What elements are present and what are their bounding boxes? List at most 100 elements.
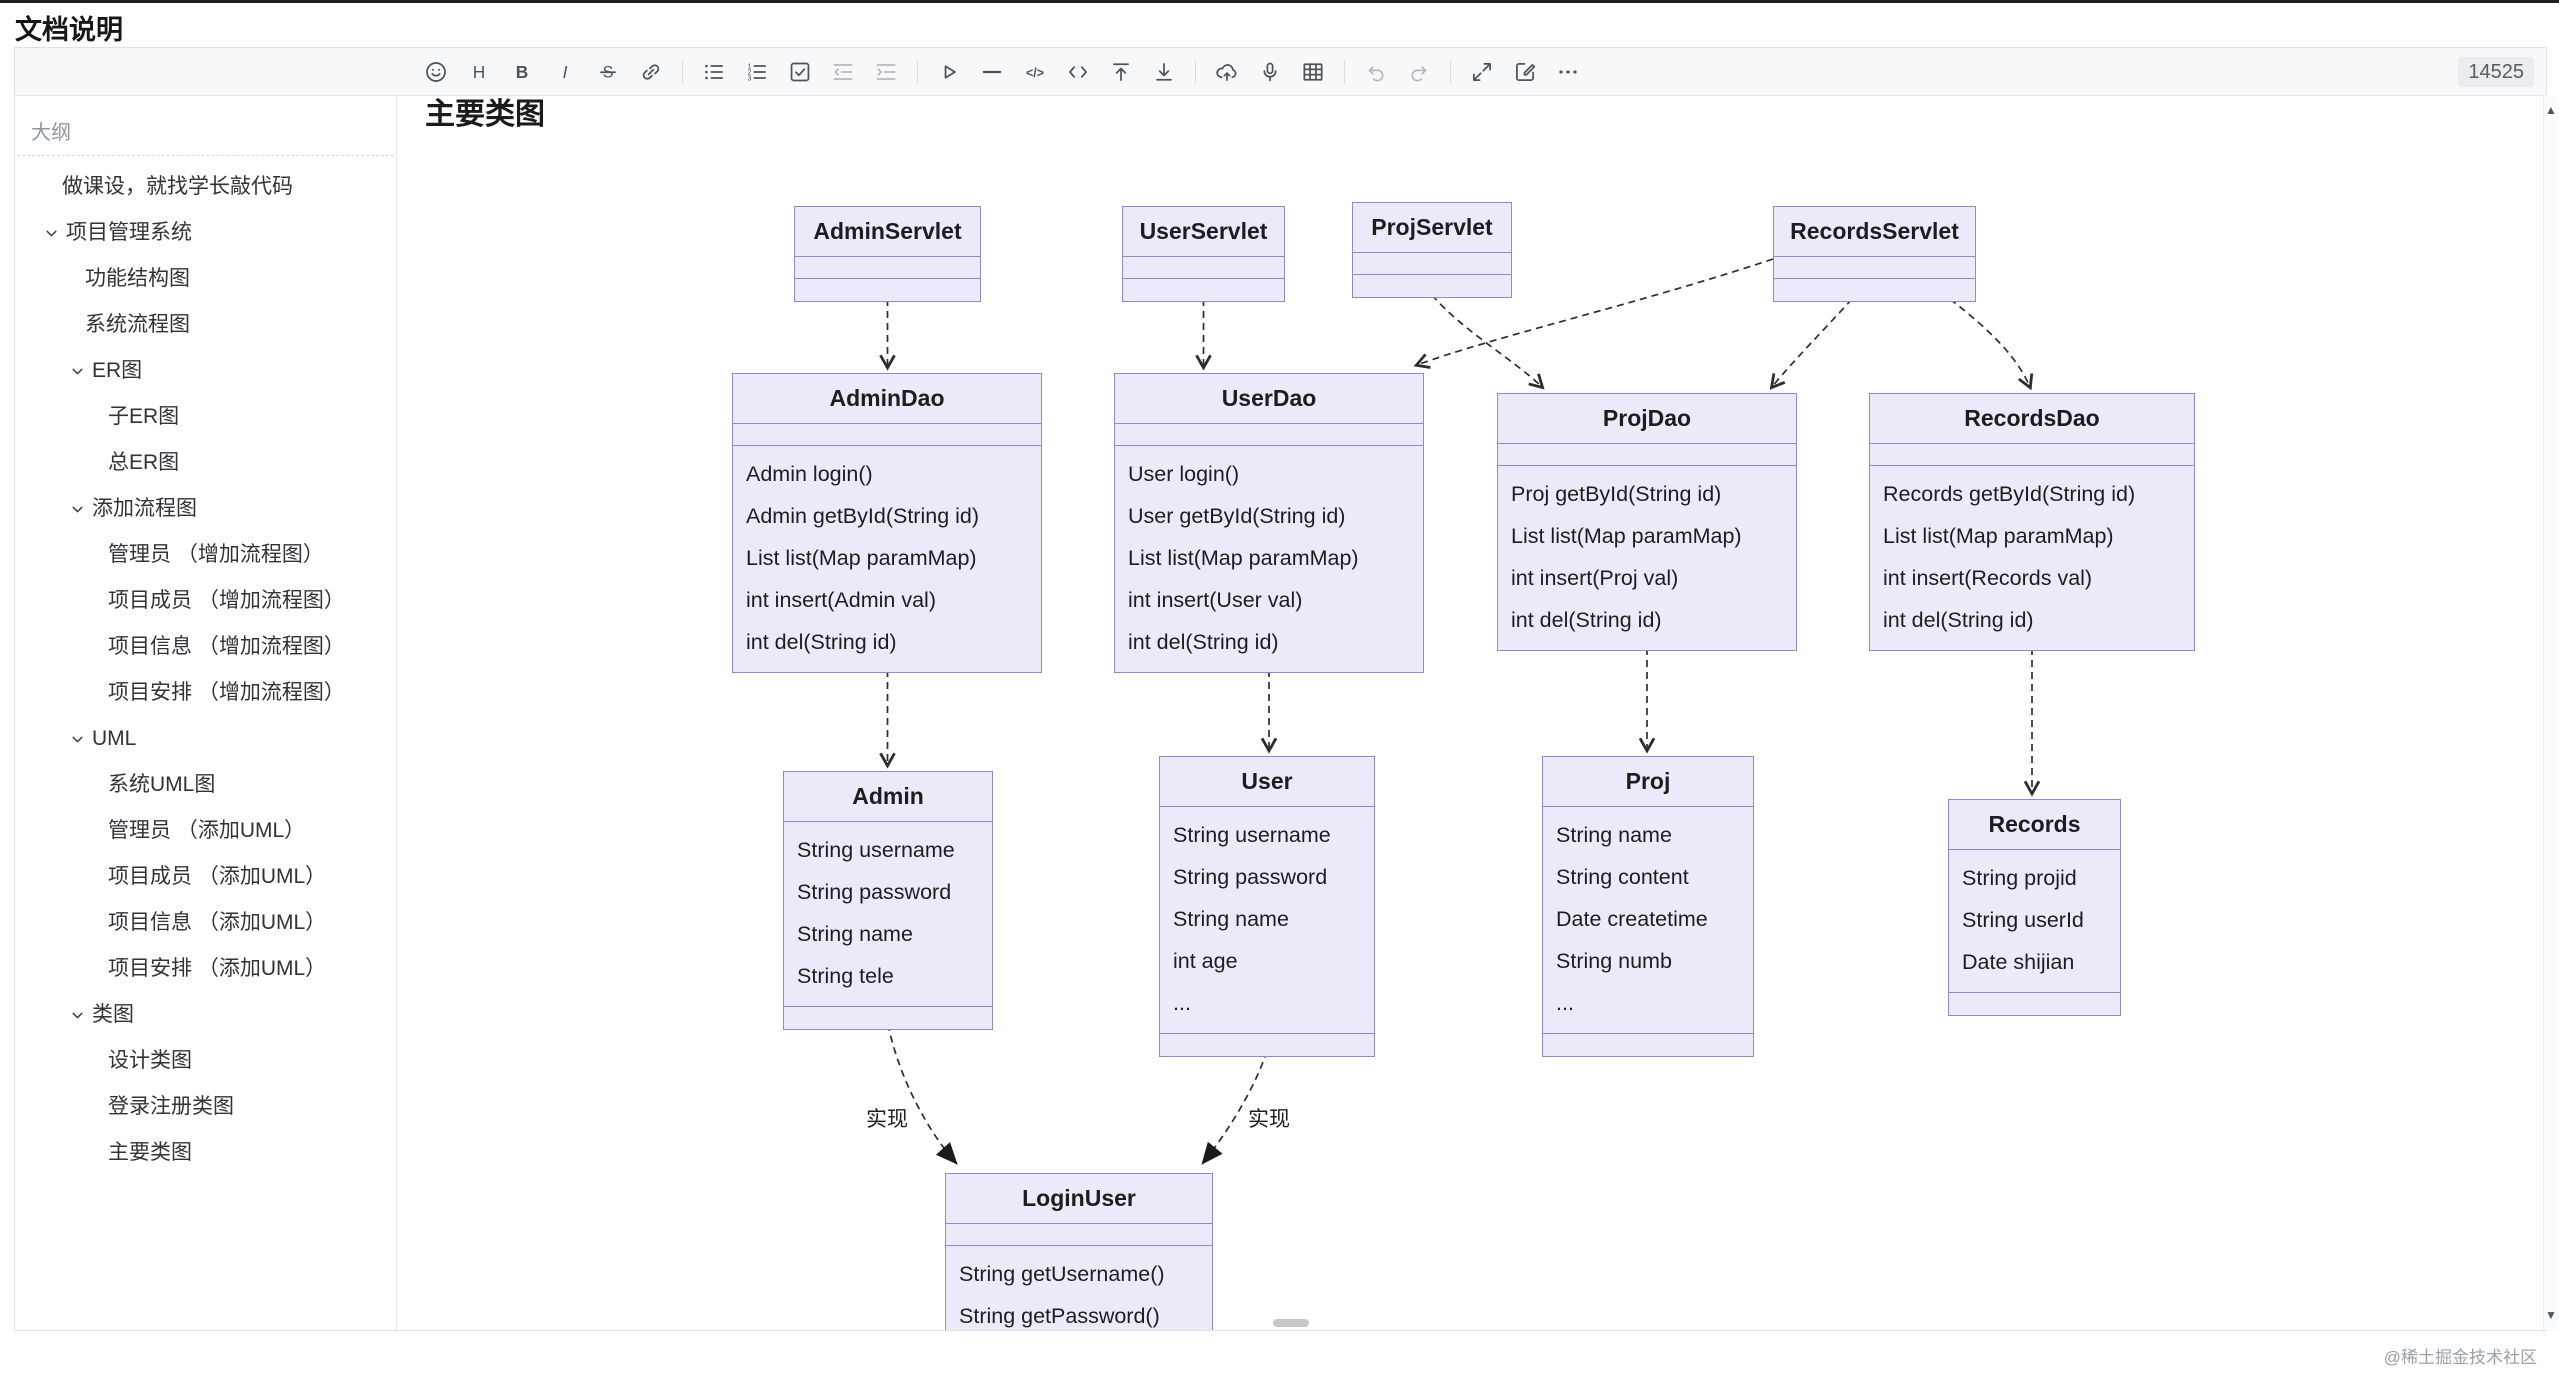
toolbar-divider [1450, 60, 1451, 84]
edge-ProjServlet-to-ProjDao [1431, 294, 1545, 390]
class-member: String password [797, 880, 952, 904]
toolbar-divider [1344, 60, 1345, 84]
outline-item-label: 设计类图 [108, 1049, 192, 1072]
edge-RecordsServlet-to-ProjDao [1769, 298, 1853, 390]
inline-code-button[interactable] [1063, 57, 1093, 87]
class-member: String getUsername() [959, 1262, 1165, 1286]
outline-item[interactable]: 主要类图 [15, 1130, 396, 1176]
outdent-button[interactable] [828, 57, 858, 87]
link-button[interactable] [636, 57, 666, 87]
to-bottom-button[interactable] [1149, 57, 1179, 87]
more-button[interactable] [1553, 57, 1583, 87]
outline-item-label: ER图 [92, 359, 143, 382]
table-button[interactable] [1298, 57, 1328, 87]
outline-item[interactable]: 项目安排 （添加UML） [15, 946, 396, 992]
outline-item[interactable]: UML [15, 716, 396, 762]
horizontal-rule-button[interactable] [977, 57, 1007, 87]
to-top-button[interactable] [1106, 57, 1136, 87]
outline-item[interactable]: 登录注册类图 [15, 1084, 396, 1130]
outline-item[interactable]: 项目信息 （增加流程图） [15, 624, 396, 670]
class-member: List list(Map paramMap) [746, 546, 977, 570]
outline-item-label: 管理员 （添加UML） [108, 819, 306, 842]
class-member: List list(Map paramMap) [1128, 546, 1359, 570]
outline-item-label: 系统流程图 [85, 313, 190, 336]
outline-item-label: 项目信息 （增加流程图） [108, 635, 345, 658]
svg-text:B: B [516, 62, 529, 82]
class-member: String getPassword() [959, 1304, 1160, 1328]
class-attributes [1498, 444, 1796, 466]
outline-item[interactable]: 系统流程图 [15, 302, 396, 348]
class-RecordsServlet: RecordsServlet [1773, 206, 1976, 302]
heading-icon: H [473, 62, 486, 82]
heading-button[interactable]: H [464, 57, 494, 87]
task-list-button[interactable] [785, 57, 815, 87]
scroll-up-icon[interactable]: ▲ [2545, 103, 2557, 117]
outline-header: 大纲 [31, 122, 71, 144]
code-block-button[interactable]: </> [1020, 57, 1050, 87]
outline-item[interactable]: 项目信息 （添加UML） [15, 900, 396, 946]
outline-item-label: 做课设，就找学长敲代码 [62, 175, 293, 198]
outline-item[interactable]: 做课设，就找学长敲代码 [15, 164, 396, 210]
class-title: AdminServlet [795, 207, 980, 257]
outline-item[interactable]: 系统UML图 [15, 762, 396, 808]
chevron-down-icon[interactable] [69, 1007, 86, 1024]
microphone-icon [1263, 62, 1277, 82]
outline-item[interactable]: 功能结构图 [15, 256, 396, 302]
italic-button[interactable]: I [550, 57, 580, 87]
class-member: int insert(Admin val) [746, 588, 936, 612]
outline-item[interactable]: 类图 [15, 992, 396, 1038]
indent-button[interactable] [871, 57, 901, 87]
strikethrough-button[interactable]: S [593, 57, 623, 87]
outline-item-label: 管理员 （增加流程图） [108, 543, 324, 566]
play-button[interactable] [934, 57, 964, 87]
microphone-button[interactable] [1255, 57, 1285, 87]
chevron-down-icon[interactable] [69, 363, 86, 380]
chevron-down-icon[interactable] [43, 225, 60, 242]
outline-item[interactable]: 设计类图 [15, 1038, 396, 1084]
outline-item[interactable]: 管理员 （增加流程图） [15, 532, 396, 578]
section-heading[interactable]: 主要类图 [425, 98, 545, 131]
outline-item[interactable]: 项目安排 （增加流程图） [15, 670, 396, 716]
outline-item[interactable]: 项目成员 （添加UML） [15, 854, 396, 900]
undo-button[interactable] [1361, 57, 1391, 87]
emoji-icon [426, 62, 446, 82]
class-methods [795, 279, 980, 301]
bullet-list-button[interactable] [699, 57, 729, 87]
outline-item[interactable]: 项目管理系统 [15, 210, 396, 256]
fullscreen-icon [1473, 63, 1491, 81]
outline-item[interactable]: ER图 [15, 348, 396, 394]
horizontal-scrollbar-thumb[interactable] [1273, 1319, 1309, 1327]
chevron-down-icon[interactable] [69, 731, 86, 748]
class-member: String projid [1962, 866, 2077, 890]
outline-item[interactable]: 子ER图 [15, 394, 396, 440]
vertical-scrollbar[interactable]: ▲ ▼ [2543, 95, 2558, 1330]
class-methods [1123, 279, 1284, 301]
outline-item-label: 项目管理系统 [66, 221, 192, 244]
outline-item[interactable]: 添加流程图 [15, 486, 396, 532]
cloud-upload-icon [1216, 64, 1237, 81]
emoji-button[interactable] [421, 57, 451, 87]
chevron-down-icon[interactable] [69, 501, 86, 518]
fullscreen-button[interactable] [1467, 57, 1497, 87]
bullet-list-icon [705, 64, 723, 80]
outline-item[interactable]: 管理员 （添加UML） [15, 808, 396, 854]
class-member: int age [1173, 949, 1238, 973]
cloud-upload-button[interactable] [1212, 57, 1242, 87]
edit-icon [1516, 63, 1536, 81]
class-member: List list(Map paramMap) [1511, 524, 1742, 548]
class-member: User getById(String id) [1128, 504, 1346, 528]
outline-item[interactable]: 项目成员 （增加流程图） [15, 578, 396, 624]
edit-button[interactable] [1510, 57, 1540, 87]
outline-item[interactable]: 总ER图 [15, 440, 396, 486]
scroll-down-icon[interactable]: ▼ [2545, 1308, 2557, 1322]
class-methods [1774, 279, 1975, 301]
class-methods [1353, 275, 1511, 297]
redo-button[interactable] [1404, 57, 1434, 87]
class-methods [784, 1007, 992, 1029]
bold-button[interactable]: B [507, 57, 537, 87]
page-title: 文档说明 [15, 15, 123, 45]
